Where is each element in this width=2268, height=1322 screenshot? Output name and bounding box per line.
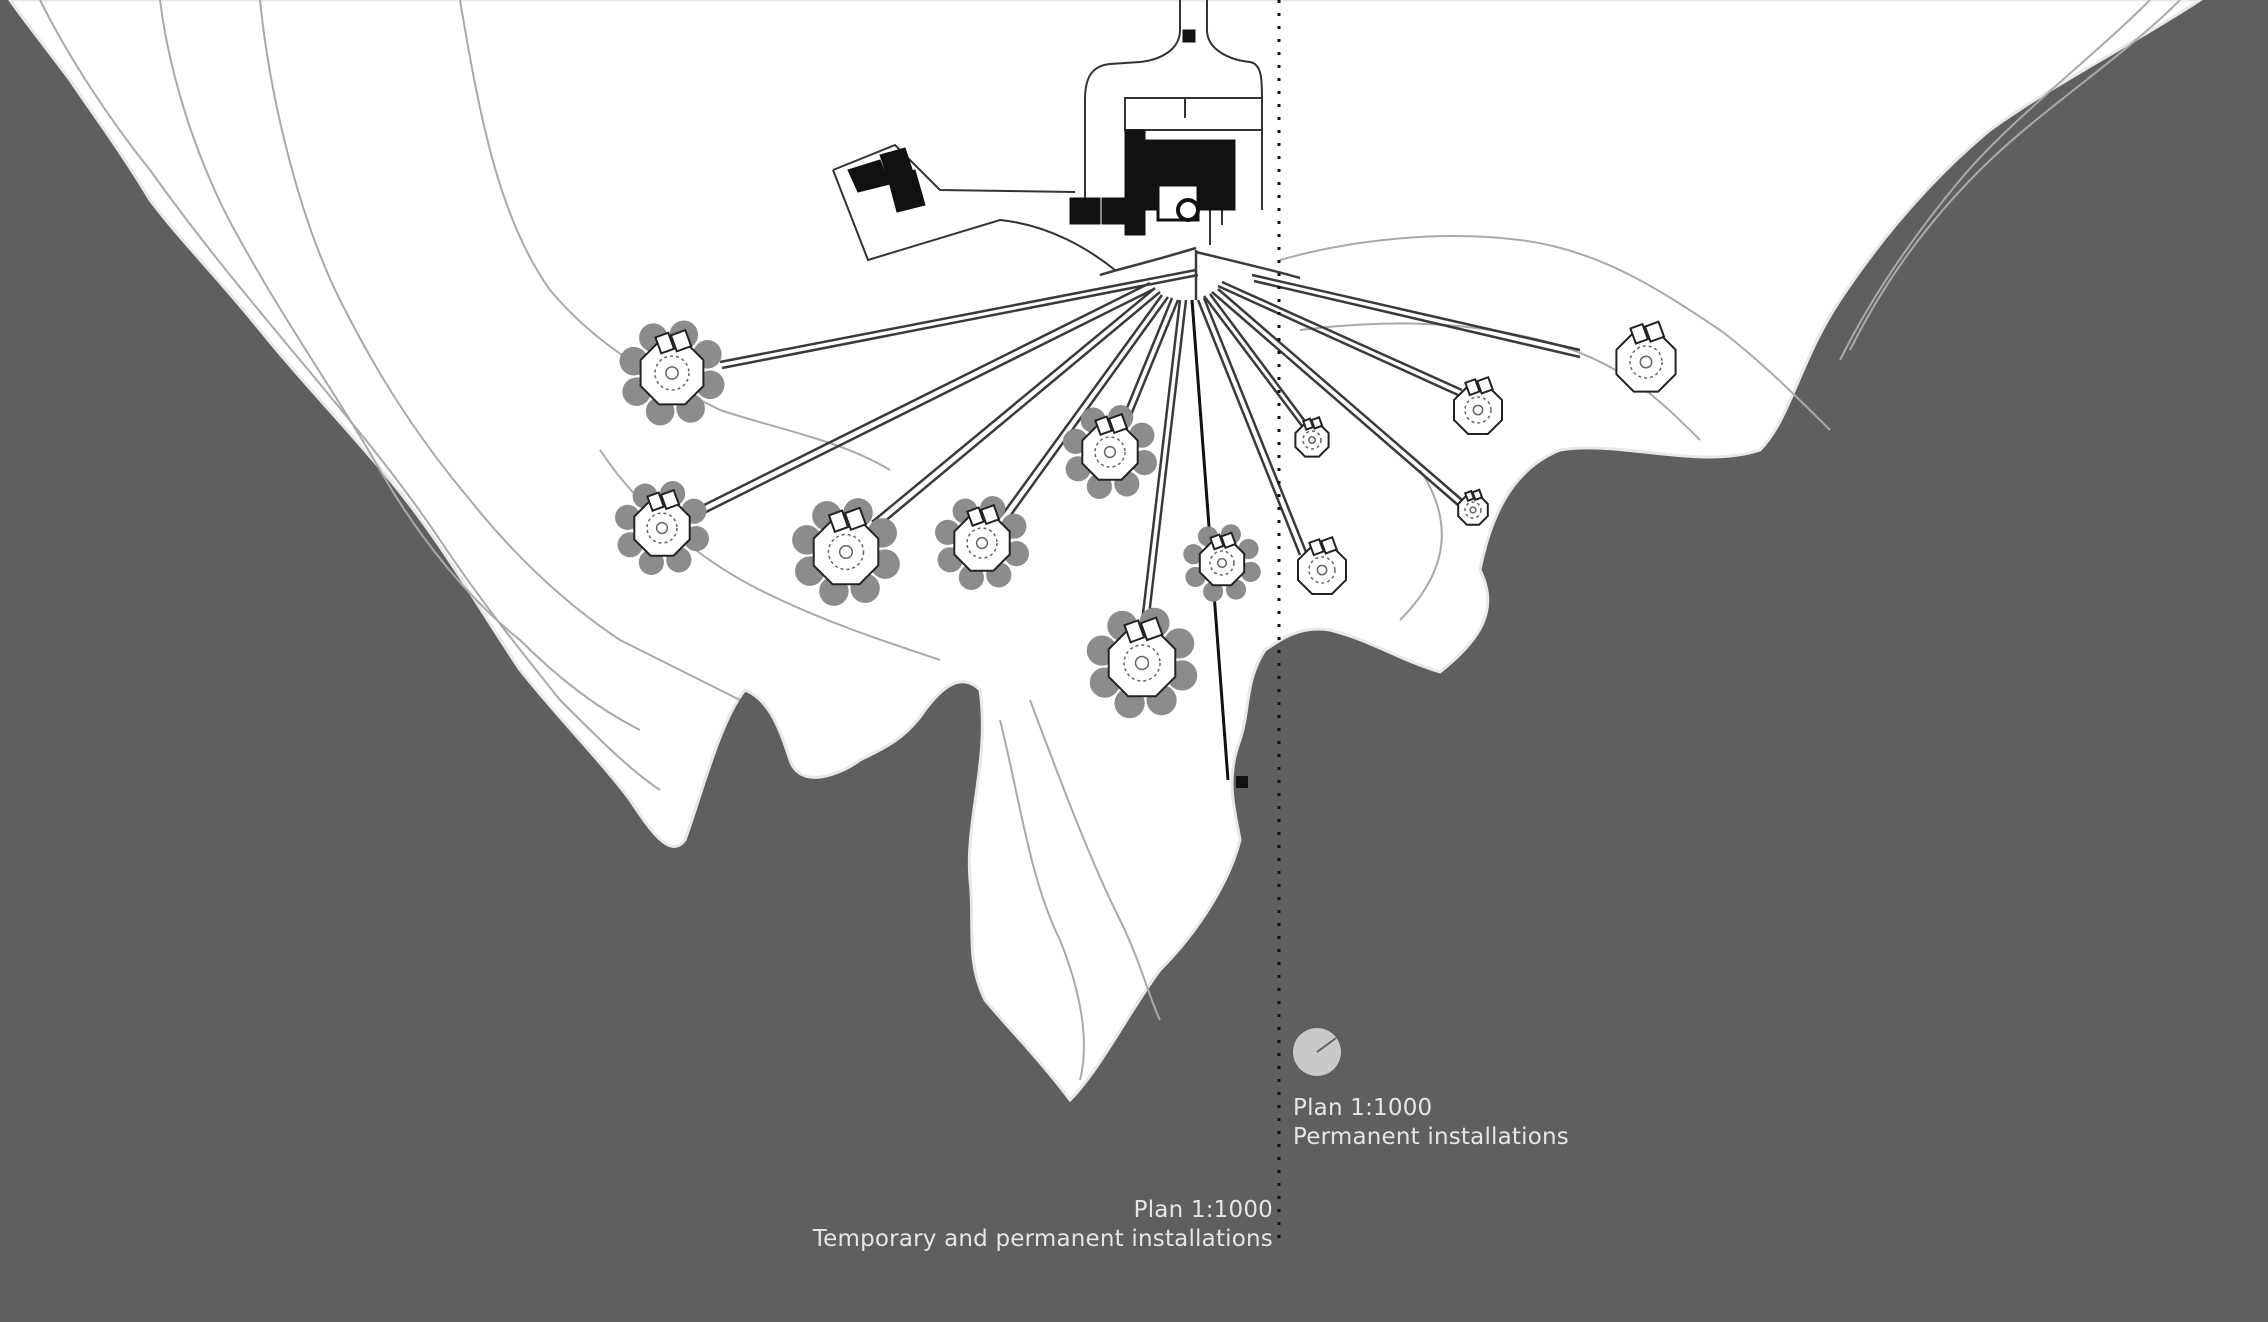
legend-temporary-caption: Temporary and permanent installations — [812, 1226, 1273, 1252]
installation-pod — [1457, 488, 1489, 526]
land-mass — [8, 0, 2203, 1103]
installation-pod — [1453, 375, 1503, 435]
main-buildings — [847, 29, 1236, 236]
installation-pod — [1086, 607, 1198, 719]
pavilion-3 — [887, 169, 926, 213]
installation-pod — [1297, 535, 1347, 595]
legend-permanent: Plan 1:1000 Permanent installations — [1293, 1094, 1569, 1152]
radiating-walkways — [689, 246, 1581, 781]
installation-pod — [792, 498, 900, 606]
legend-temporary-scale: Plan 1:1000 — [1133, 1197, 1273, 1223]
installation-pod — [935, 496, 1029, 590]
installation-pod — [1615, 320, 1677, 393]
installation-pod — [1294, 416, 1330, 458]
installation-pod — [1183, 524, 1261, 602]
installation-pod — [619, 320, 725, 426]
legend-permanent-scale: Plan 1:1000 — [1293, 1095, 1433, 1121]
courtyard-icon — [1176, 198, 1200, 222]
building-annex-1 — [1069, 197, 1101, 225]
installation-pod — [615, 481, 709, 575]
building-annex-2 — [1101, 197, 1125, 225]
legend-temporary: Plan 1:1000 Temporary and permanent inst… — [813, 1196, 1273, 1254]
jetty-marker — [1236, 776, 1248, 788]
building-west-block — [1124, 129, 1146, 236]
installation-pod — [1063, 405, 1157, 499]
compass-disc-icon — [1293, 1028, 1341, 1076]
installations — [615, 320, 1677, 719]
legend-permanent-caption: Permanent installations — [1293, 1124, 1569, 1150]
gate-marker — [1182, 29, 1196, 43]
